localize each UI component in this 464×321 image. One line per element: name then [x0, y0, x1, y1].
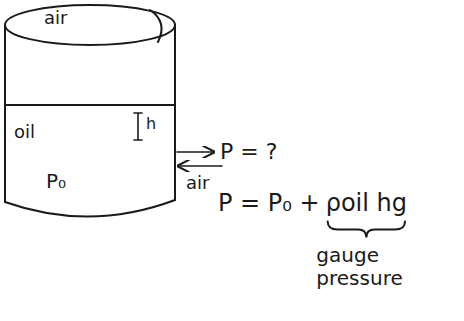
air-arrow	[178, 165, 222, 167]
depth-bracket	[134, 113, 142, 140]
pressure-arrow	[177, 151, 214, 153]
label-text: P = P₀ +	[218, 190, 320, 218]
cylinder-top	[5, 5, 175, 45]
cylinder-bottom	[5, 200, 175, 217]
label-text: air	[186, 173, 209, 194]
cylinder-rim	[150, 10, 162, 42]
underbrace	[328, 222, 405, 238]
label-text: h	[146, 115, 156, 133]
label-text: P₀	[46, 170, 66, 193]
label-text: oil	[14, 122, 35, 143]
cylinder-wall	[4, 25, 6, 202]
label-text: P = ?	[220, 139, 277, 164]
cylinder-wall	[174, 25, 176, 200]
label-text: air	[44, 8, 67, 29]
label-text: ρoil hg	[326, 190, 407, 218]
label-text: gauge pressure	[316, 244, 416, 290]
oil-surface	[5, 104, 175, 106]
